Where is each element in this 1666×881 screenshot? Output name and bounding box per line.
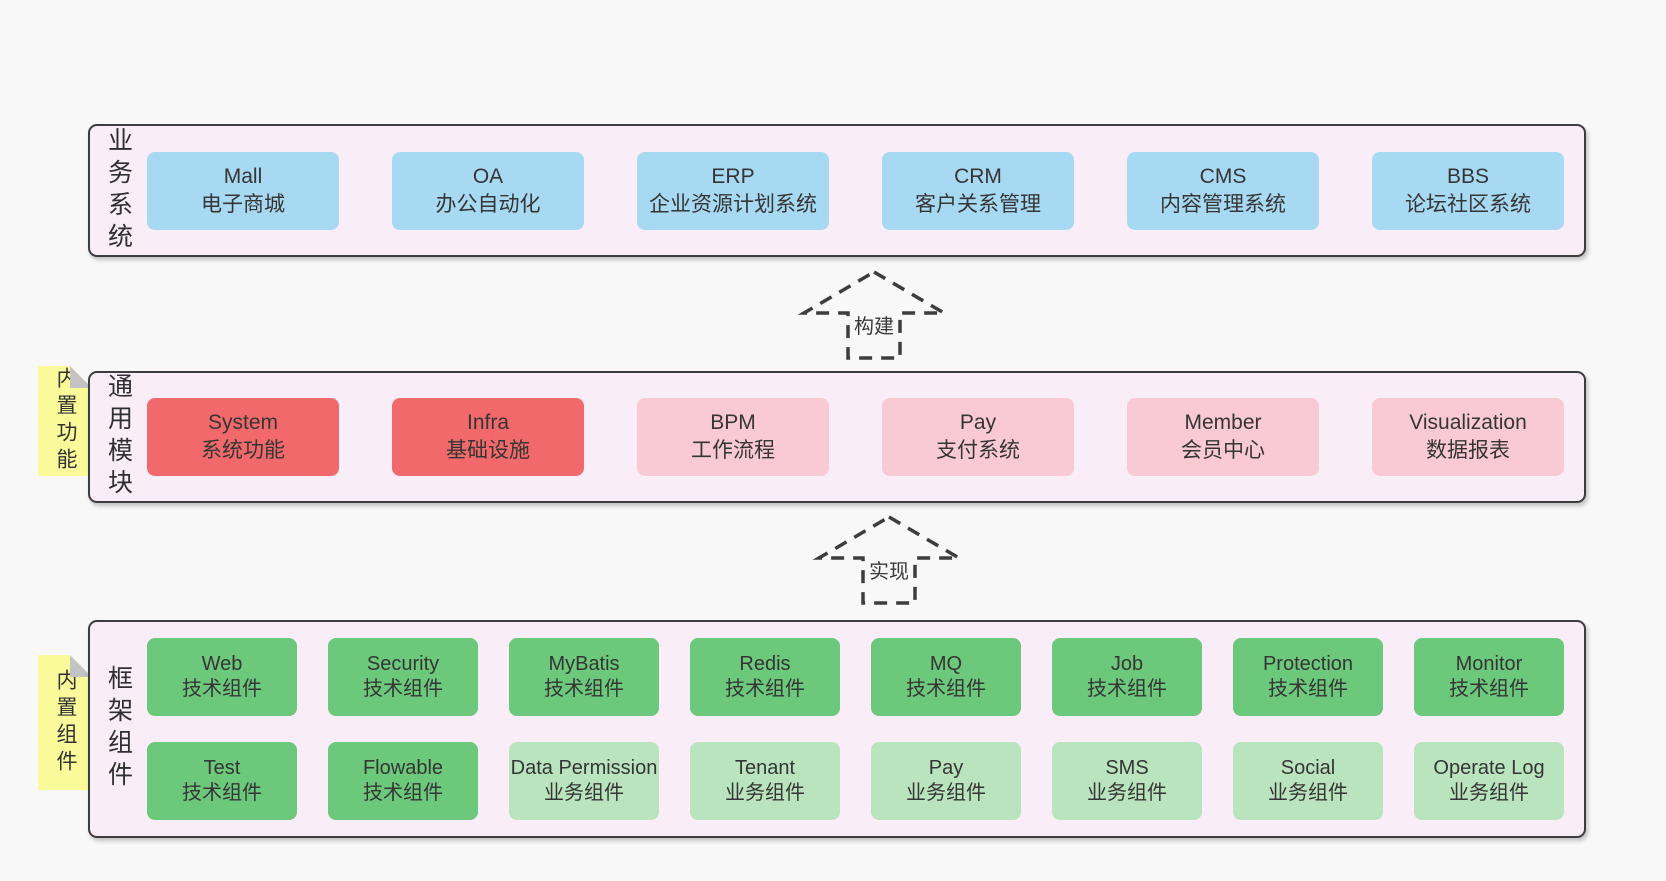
box-subtitle: 业务组件	[725, 782, 805, 804]
box-title: CRM	[954, 164, 1002, 188]
box-subtitle: 会员中心	[1181, 439, 1265, 462]
box-subtitle: 系统功能	[201, 439, 285, 462]
box-subtitle: 支付系统	[936, 439, 1020, 462]
box-title: Operate Log	[1433, 757, 1545, 779]
box-title: Tenant	[734, 757, 796, 779]
box-bbs: BBS 论坛社区系统	[1372, 151, 1564, 230]
box-title: Flowable	[362, 757, 444, 779]
box-title: Data Permission	[510, 757, 658, 779]
box-subtitle: 业务组件	[544, 782, 624, 804]
sticky-note-text: 内置功能	[54, 367, 77, 475]
panel-components-label: 框架组件	[104, 665, 133, 793]
sticky-note-text: 内置组件	[54, 668, 77, 777]
box-title: MQ	[929, 653, 963, 675]
box-title: Job	[1110, 653, 1144, 675]
arrow-build-label: 构建	[851, 310, 897, 339]
box-subtitle: 论坛社区系统	[1405, 192, 1531, 216]
box-title: Pay	[959, 411, 997, 435]
box-title: Pay	[928, 757, 964, 779]
box-data-permission: Data Permission 业务组件	[509, 742, 659, 820]
box-flowable: Flowable 技术组件	[328, 742, 478, 820]
panel-business-systems: 业务系统 Mall 电子商城 OA 办公自动化 ERP 企业资源计划系统 CRM…	[88, 124, 1586, 257]
box-mybatis: MyBatis 技术组件	[509, 638, 659, 716]
box-cms: CMS 内容管理系统	[1127, 151, 1319, 230]
arrow-build: 构建	[794, 269, 954, 361]
box-title: Test	[203, 757, 241, 779]
box-subtitle: 技术组件	[1087, 678, 1167, 700]
box-title: Web	[201, 653, 243, 675]
box-subtitle: 内容管理系统	[1160, 192, 1286, 216]
box-title: OA	[472, 164, 504, 188]
box-title: MyBatis	[548, 653, 620, 675]
box-title: Social	[1280, 757, 1336, 779]
box-subtitle: 技术组件	[363, 782, 443, 804]
box-subtitle: 技术组件	[725, 678, 805, 700]
box-subtitle: 技术组件	[182, 782, 262, 804]
box-monitor: Monitor 技术组件	[1414, 638, 1564, 716]
box-title: ERP	[711, 164, 755, 188]
panel-modules-label: 通用模块	[104, 373, 133, 501]
box-subtitle: 技术组件	[544, 678, 624, 700]
box-subtitle: 技术组件	[906, 678, 986, 700]
box-title: CMS	[1199, 164, 1247, 188]
box-subtitle: 技术组件	[182, 678, 262, 700]
arrow-implement-label: 实现	[866, 555, 912, 584]
box-social: Social 业务组件	[1233, 742, 1383, 820]
box-mq: MQ 技术组件	[871, 638, 1021, 716]
box-system: System 系统功能	[147, 398, 339, 476]
box-operate-log: Operate Log 业务组件	[1414, 742, 1564, 820]
box-erp: ERP 企业资源计划系统	[637, 151, 829, 230]
box-title: Redis	[739, 653, 791, 675]
box-mall: Mall 电子商城	[147, 151, 339, 230]
box-title: Infra	[466, 411, 510, 435]
box-subtitle: 工作流程	[691, 439, 775, 462]
box-sms: SMS 业务组件	[1052, 742, 1202, 820]
box-title: BPM	[710, 411, 756, 435]
box-title: System	[207, 411, 278, 435]
box-job: Job 技术组件	[1052, 638, 1202, 716]
panel-business-label: 业务系统	[104, 126, 133, 255]
box-subtitle: 技术组件	[1449, 678, 1529, 700]
box-title: Protection	[1262, 653, 1354, 675]
box-subtitle: 基础设施	[446, 439, 530, 462]
box-subtitle: 客户关系管理	[915, 192, 1041, 216]
box-title: Monitor	[1455, 653, 1523, 675]
panel-framework-components: 框架组件 Web 技术组件 Security 技术组件 MyBatis 技术组件…	[88, 620, 1586, 838]
box-title: SMS	[1105, 757, 1149, 779]
box-infra: Infra 基础设施	[392, 398, 584, 476]
box-test: Test 技术组件	[147, 742, 297, 820]
arrow-implement: 实现	[809, 514, 969, 606]
panel-common-modules: 通用模块 System 系统功能 Infra 基础设施 BPM 工作流程 Pay…	[88, 371, 1586, 503]
box-subtitle: 业务组件	[1268, 782, 1348, 804]
box-subtitle: 企业资源计划系统	[649, 192, 817, 216]
box-subtitle: 业务组件	[1449, 782, 1529, 804]
box-security: Security 技术组件	[328, 638, 478, 716]
box-member: Member 会员中心	[1127, 398, 1319, 476]
box-subtitle: 电子商城	[201, 192, 285, 216]
box-title: BBS	[1446, 164, 1490, 188]
box-visualization: Visualization 数据报表	[1372, 398, 1564, 476]
box-subtitle: 办公自动化	[435, 192, 541, 216]
box-subtitle: 技术组件	[1268, 678, 1348, 700]
box-title: Mall	[223, 164, 263, 188]
sticky-note-builtin-components: 内置组件	[38, 655, 92, 790]
box-bpm: BPM 工作流程	[637, 398, 829, 476]
box-subtitle: 业务组件	[1087, 782, 1167, 804]
box-title: Member	[1184, 411, 1262, 435]
box-redis: Redis 技术组件	[690, 638, 840, 716]
box-crm: CRM 客户关系管理	[882, 151, 1074, 230]
box-title: Security	[366, 653, 440, 675]
box-pay-component: Pay 业务组件	[871, 742, 1021, 820]
box-subtitle: 业务组件	[906, 782, 986, 804]
box-web: Web 技术组件	[147, 638, 297, 716]
box-subtitle: 技术组件	[363, 678, 443, 700]
box-title: Visualization	[1409, 411, 1527, 435]
box-tenant: Tenant 业务组件	[690, 742, 840, 820]
sticky-note-builtin-features: 内置功能	[38, 366, 92, 476]
box-pay-module: Pay 支付系统	[882, 398, 1074, 476]
box-oa: OA 办公自动化	[392, 151, 584, 230]
box-subtitle: 数据报表	[1426, 439, 1510, 462]
box-protection: Protection 技术组件	[1233, 638, 1383, 716]
